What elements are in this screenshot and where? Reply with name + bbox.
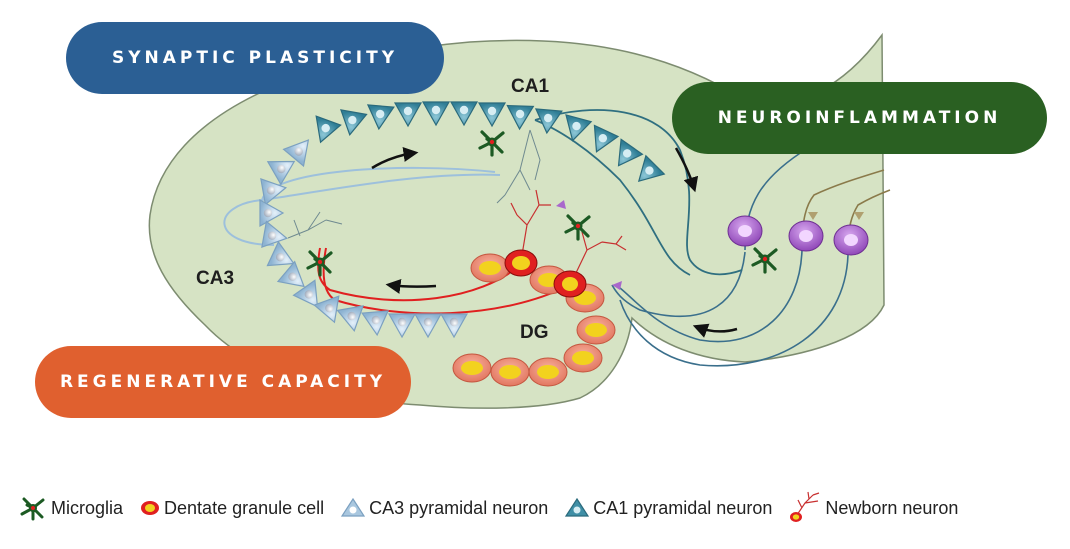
ca3-pyramidal-neuron — [266, 240, 295, 267]
legend-item-newborn-neuron: Newborn neuron — [788, 491, 958, 525]
legend-label-ca1-pyramidal-neuron: CA1 pyramidal neuron — [593, 497, 773, 518]
synaptic-plasticity-label: SYNAPTIC PLASTICITY — [66, 22, 444, 94]
dentate-granule-cell-icon — [141, 501, 160, 515]
ca3-pyramidal-neuron — [336, 305, 364, 333]
legend-item-dentate-granule-cell: Dentate granule cell — [139, 498, 324, 519]
newborn-neuron-icon — [790, 491, 820, 522]
ca1-pyramidal-neuron — [449, 101, 479, 127]
ca3-pyramidal-neuron — [259, 198, 285, 228]
dentate-granule-cell — [470, 253, 510, 283]
ca3-pyramidal-neuron — [361, 310, 390, 337]
legend-label-newborn-neuron: Newborn neuron — [825, 497, 959, 518]
microglia-icon — [20, 497, 45, 521]
ca3-pyramidal-neuron — [282, 139, 310, 168]
ca1-pyramidal-neuron — [565, 114, 593, 142]
regenerative-capacity-label: REGENERATIVE CAPACITY — [35, 346, 411, 418]
ca3-pyramidal-neuron — [292, 279, 319, 308]
ca1-pyramidal-neuron — [421, 101, 451, 127]
dentate-granule-cell — [452, 353, 492, 383]
ca1-pyramidal-neuron — [477, 102, 507, 128]
ca1-pyramidal-neuron — [534, 108, 563, 135]
legend-item-ca3-pyramidal-neuron: CA3 pyramidal neuron — [340, 497, 548, 519]
ca3-pyramidal-neuron — [439, 313, 469, 339]
legend-item-microglia: Microglia — [18, 495, 123, 521]
ca3-region-label: CA3 — [196, 268, 235, 289]
ca3-pyramidal-layer — [259, 139, 469, 339]
legend: Microglia Dentate granule cell CA3 pyram… — [18, 488, 1058, 528]
entorhinal-neurons — [727, 215, 869, 256]
ca1-pyramidal-neuron — [393, 102, 423, 128]
ca1-pyramidal-neuron — [593, 124, 620, 153]
ca1-pyramidal-neuron — [315, 115, 342, 144]
ca3-pyramidal-neuron — [387, 313, 417, 339]
legend-label-microglia: Microglia — [51, 497, 124, 518]
ca3-pyramidal-neuron — [276, 260, 305, 288]
ca3-dendrites — [287, 211, 343, 239]
microglia-cell — [564, 214, 591, 241]
ca1-region-label: CA1 — [511, 76, 550, 97]
legend-item-ca1-pyramidal-neuron: CA1 pyramidal neuron — [564, 497, 772, 519]
microglia-cells — [306, 130, 778, 277]
dg-region-label: DG — [520, 322, 549, 343]
microglia-cell — [306, 250, 333, 277]
ca3-pyramidal-neuron — [260, 178, 288, 206]
ca3-pyramidal-neuron — [261, 220, 289, 248]
ca1-dendrites — [496, 129, 541, 204]
ca1-pyramidal-neuron — [637, 154, 666, 183]
newborn-neurons — [504, 189, 627, 298]
dentate-granule-cell — [576, 315, 616, 345]
legend-label-dentate-granule-cell: Dentate granule cell — [164, 497, 325, 518]
dentate-granule-cell — [563, 343, 603, 373]
ca3-pyramidal-neuron — [313, 295, 340, 324]
ca1-pyramidal-neuron-icon — [565, 497, 590, 517]
ca3-pyramidal-neuron — [413, 313, 443, 339]
ca1-pyramidal-neuron — [340, 109, 368, 137]
flow-arrows — [371, 147, 738, 338]
ca1-pyramidal-neuron — [366, 104, 395, 131]
microglia-cell — [751, 247, 778, 274]
dentate-granule-cell — [490, 357, 530, 387]
ca1-pyramidal-neuron — [506, 104, 535, 131]
ca1-pyramidal-neuron — [617, 138, 644, 167]
dentate-granule-cell — [528, 357, 568, 387]
entorhinal-terminals — [556, 200, 864, 290]
ca1-pyramidal-layer — [315, 101, 666, 183]
ca3-pyramidal-neuron-icon — [341, 497, 366, 517]
ca3-pyramidal-neuron — [266, 160, 296, 186]
legend-label-ca3-pyramidal-neuron: CA3 pyramidal neuron — [369, 497, 549, 518]
neuroinflammation-label: NEUROINFLAMMATION — [672, 82, 1047, 154]
microglia-cell — [478, 130, 505, 157]
